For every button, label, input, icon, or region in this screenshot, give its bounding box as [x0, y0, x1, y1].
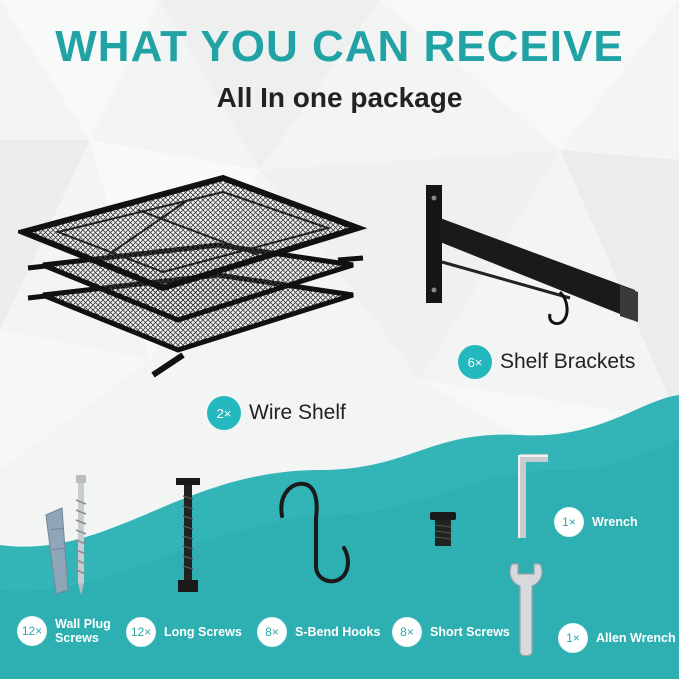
- long-screw-icon: [176, 478, 200, 592]
- short-screws-label-text: Short Screws: [430, 624, 510, 639]
- allen-wrench-label: 1× Allen Wrench: [558, 623, 676, 653]
- wrench-count-badge: 1×: [554, 507, 584, 537]
- wire-shelf-label: 2× Wire Shelf: [207, 396, 346, 430]
- shelf-brackets-count-badge: 6×: [458, 345, 492, 379]
- short-screw-icon: [430, 512, 456, 546]
- shelf-brackets-label-text: Shelf Brackets: [500, 350, 636, 373]
- allen-wrench-label-text: Allen Wrench: [596, 630, 676, 645]
- wall-plug-screw-icon: [45, 475, 87, 595]
- short-screws-label: 8× Short Screws: [392, 617, 510, 647]
- wall-plug-screws-label-line2: Screws: [55, 631, 99, 645]
- page-title: WHAT YOU CAN RECEIVE: [55, 22, 624, 71]
- wire-shelf-label-text: Wire Shelf: [249, 401, 346, 424]
- short-screws-count-badge: 8×: [392, 617, 422, 647]
- wrench-label-text: Wrench: [592, 514, 638, 529]
- allen-key-icon: [518, 454, 548, 538]
- s-bend-hooks-label-text: S-Bend Hooks: [295, 624, 381, 639]
- wire-shelf-icon: [18, 174, 368, 378]
- s-bend-hooks-count-badge: 8×: [257, 617, 287, 647]
- shelf-brackets-label: 6× Shelf Brackets: [458, 345, 635, 379]
- wall-plug-screws-label: 12× Wall Plug Screws: [17, 616, 111, 646]
- long-screws-label: 12× Long Screws: [126, 617, 242, 647]
- wall-plug-screws-count-badge: 12×: [17, 616, 47, 646]
- allen-wrench-count-badge: 1×: [558, 623, 588, 653]
- s-hook-icon: [279, 481, 350, 584]
- shelf-bracket-icon: [426, 185, 638, 326]
- long-screws-count-badge: 12×: [126, 617, 156, 647]
- wrench-label: 1× Wrench: [554, 507, 638, 537]
- s-bend-hooks-label: 8× S-Bend Hooks: [257, 617, 380, 647]
- wall-plug-screws-label-line1: Wall Plug: [55, 616, 111, 631]
- wall-plug-screws-label-text: Wall Plug Screws: [55, 617, 111, 646]
- long-screws-label-text: Long Screws: [164, 624, 242, 639]
- wrench-icon: [509, 563, 543, 657]
- page-subtitle: All In one package: [216, 82, 463, 113]
- wire-shelf-count-badge: 2×: [207, 396, 241, 430]
